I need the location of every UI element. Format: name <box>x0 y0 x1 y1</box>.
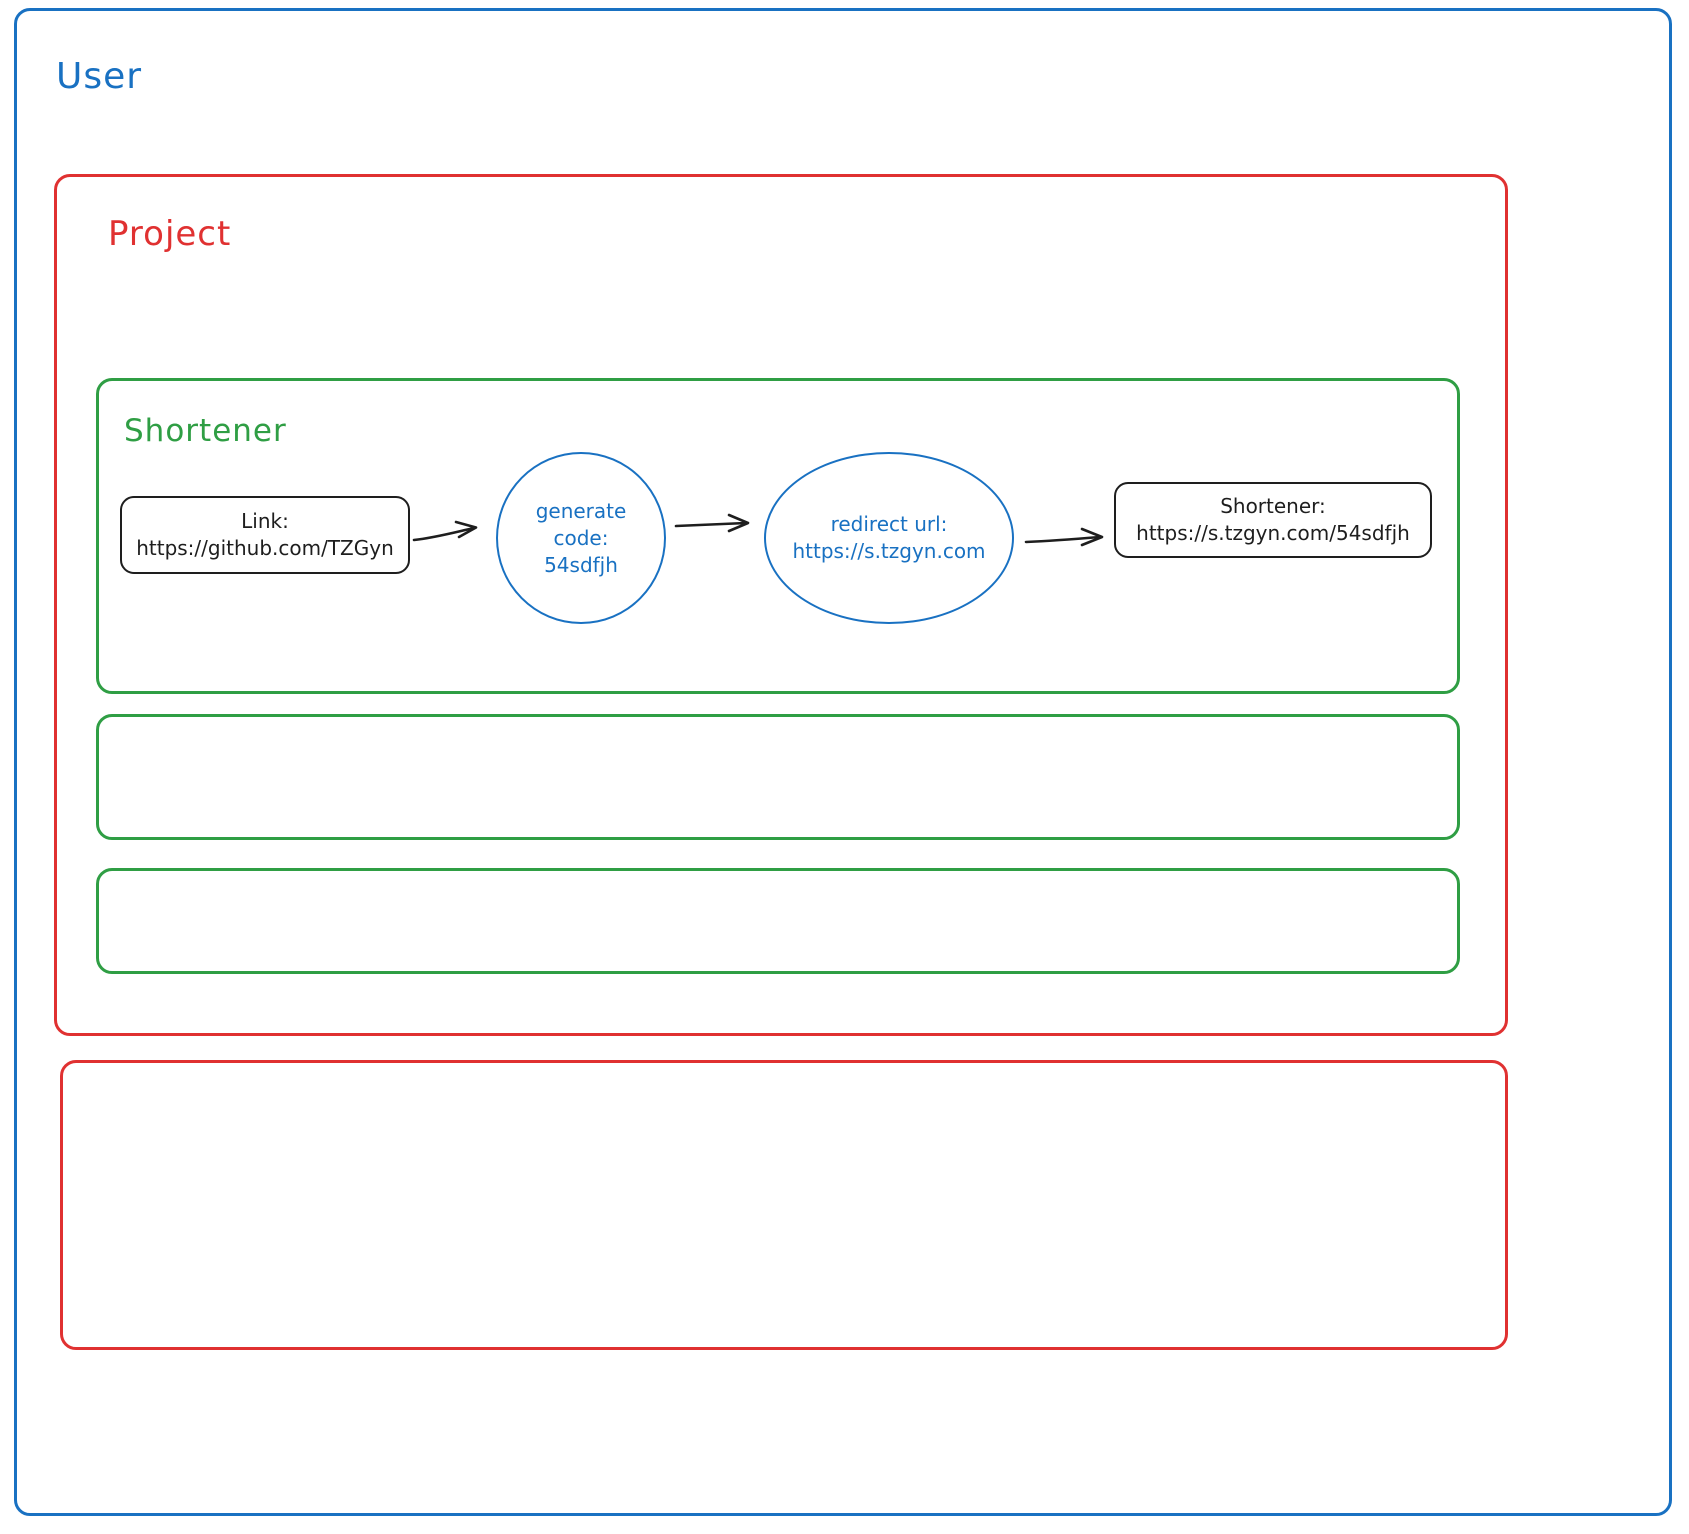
container-green-empty-2[interactable] <box>96 868 1460 974</box>
node-shortener-result[interactable]: Shortener: https://s.tzgyn.com/54sdfjh <box>1114 482 1432 558</box>
container-project-label: Project <box>108 214 232 254</box>
node-generate-code[interactable]: generate code: 54sdfjh <box>496 452 666 624</box>
node-shortener-result-line1: Shortener: <box>1220 494 1326 518</box>
arrow-link-to-generate <box>412 512 490 552</box>
node-generate-code-line2: code: <box>553 525 609 550</box>
node-link-line2: https://github.com/TZGyn <box>136 536 394 560</box>
container-shortener-label: Shortener <box>124 413 287 449</box>
container-user[interactable] <box>14 8 1672 1516</box>
container-green-empty-1[interactable] <box>96 714 1460 840</box>
container-shortener[interactable] <box>96 378 1460 694</box>
node-shortener-result-line2: https://s.tzgyn.com/54sdfjh <box>1136 521 1410 545</box>
arrow-generate-to-redirect <box>674 508 764 548</box>
node-redirect-url-line1: redirect url: <box>830 512 948 536</box>
container-user-label: User <box>56 56 143 97</box>
node-redirect-url-line2: https://s.tzgyn.com <box>792 539 986 563</box>
container-project[interactable] <box>54 174 1508 1036</box>
arrow-redirect-to-result <box>1024 520 1116 560</box>
node-link-line1: Link: <box>241 509 289 533</box>
node-generate-code-line1: generate <box>535 498 627 523</box>
node-link[interactable]: Link: https://github.com/TZGyn <box>120 496 410 574</box>
container-project-empty[interactable] <box>60 1060 1508 1350</box>
node-generate-code-line3: 54sdfjh <box>544 552 618 577</box>
node-redirect-url[interactable]: redirect url: https://s.tzgyn.com <box>764 452 1014 624</box>
